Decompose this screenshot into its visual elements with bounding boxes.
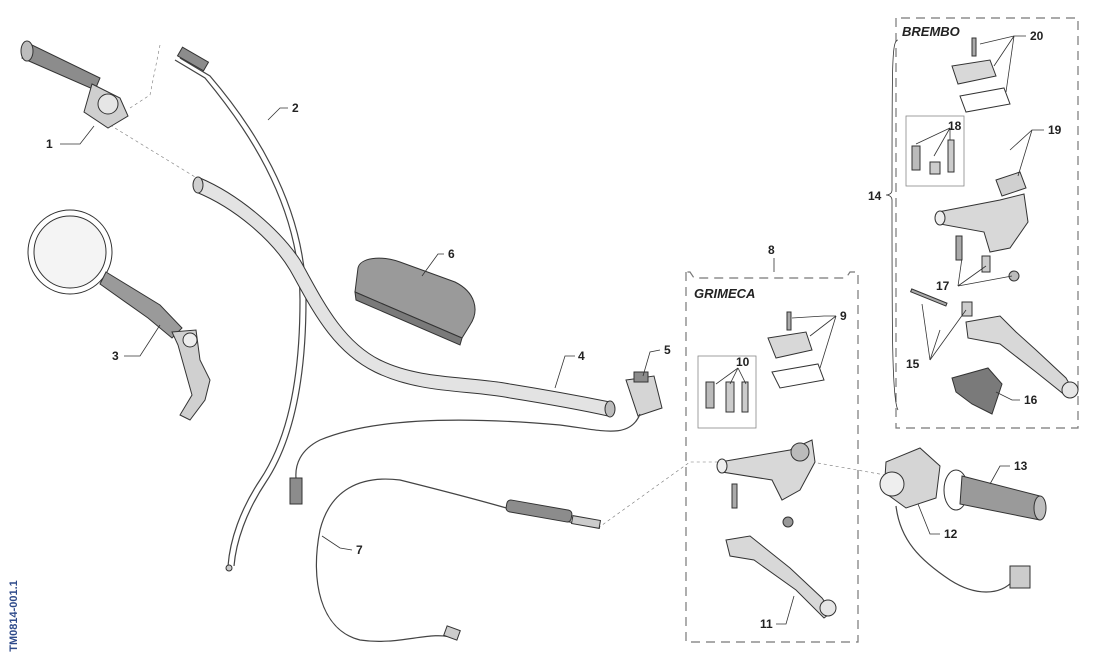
left-switch-housing	[879, 447, 1031, 593]
leader-17a	[957, 257, 963, 287]
kill-switch	[289, 371, 663, 505]
leader-15c	[921, 303, 931, 361]
brembo-title: BREMBO	[902, 24, 960, 39]
leader-9a	[791, 315, 836, 319]
clutch-cable	[315, 478, 602, 642]
brembo-lever	[909, 288, 1079, 399]
handlebar	[192, 176, 616, 418]
leader-10b	[729, 367, 739, 385]
ref-line-grip-bar	[109, 124, 201, 181]
leader-15b	[929, 309, 967, 361]
grimeca-section-box	[685, 271, 859, 643]
callout-11: 11	[760, 617, 773, 631]
callout-5: 5	[664, 343, 671, 357]
brace-14	[885, 39, 899, 411]
leader-6	[421, 253, 444, 277]
callout-1: 1	[46, 137, 53, 151]
ref-line-switch	[811, 461, 886, 476]
leader-9c	[819, 315, 837, 369]
grimeca-lever	[725, 535, 837, 619]
grimeca-reservoir-cap	[767, 311, 825, 389]
callout-20: 20	[1030, 29, 1044, 43]
throttle-cable	[174, 46, 307, 572]
grimeca-repair-kit-box	[697, 355, 757, 429]
ref-line-clutch-cable	[597, 461, 720, 529]
callout-4: 4	[578, 349, 585, 363]
throttle-grip	[20, 40, 129, 129]
mirror	[27, 209, 211, 421]
left-grip	[943, 469, 1047, 521]
ref-line-throttle	[129, 44, 161, 109]
brembo-lever-guard	[951, 367, 1003, 415]
leader-10a	[715, 367, 739, 385]
callout-15: 15	[906, 357, 920, 371]
leader-17c	[957, 275, 1013, 287]
callout-12: 12	[944, 527, 958, 541]
callout-9: 9	[840, 309, 847, 323]
leader-20b	[993, 35, 1015, 67]
leader-7	[321, 535, 353, 551]
leader-4	[554, 355, 575, 389]
leader-10c	[737, 367, 747, 385]
leader-15a	[929, 329, 941, 361]
callout-10: 10	[736, 355, 750, 369]
leader-13	[989, 465, 1010, 485]
leader-12	[917, 503, 940, 535]
leader-2	[267, 107, 288, 121]
leader-5	[642, 349, 661, 377]
leader-18a	[915, 127, 951, 145]
callout-8: 8	[768, 243, 775, 257]
leader-20a	[979, 35, 1026, 45]
leader-19b	[1017, 129, 1033, 177]
callout-18: 18	[948, 119, 962, 133]
drawing-reference-code: TM0814-001.1	[8, 580, 20, 652]
leader-3	[124, 324, 161, 357]
callout-2: 2	[292, 101, 299, 115]
handlebar-pad	[354, 257, 476, 346]
callout-16: 16	[1024, 393, 1038, 407]
callout-7: 7	[356, 543, 363, 557]
brembo-reservoir-cap	[951, 37, 1011, 113]
leader-16	[995, 391, 1020, 401]
callout-17: 17	[936, 279, 950, 293]
leader-11	[776, 595, 795, 625]
callout-19: 19	[1048, 123, 1062, 137]
callout-6: 6	[448, 247, 455, 261]
callout-3: 3	[112, 349, 119, 363]
brembo-master-cylinder	[934, 171, 1029, 282]
leader-1	[60, 125, 95, 145]
leader-20c	[1005, 35, 1015, 93]
leader-9b	[809, 315, 837, 337]
brembo-section-box	[895, 17, 1079, 429]
grimeca-master-cylinder	[716, 439, 816, 528]
callout-14: 14	[868, 189, 882, 203]
grimeca-title: GRIMECA	[694, 286, 755, 301]
callout-13: 13	[1014, 459, 1028, 473]
brembo-repair-kit-box	[905, 115, 965, 187]
leader-17b	[957, 265, 987, 287]
leader-18b	[933, 127, 951, 157]
